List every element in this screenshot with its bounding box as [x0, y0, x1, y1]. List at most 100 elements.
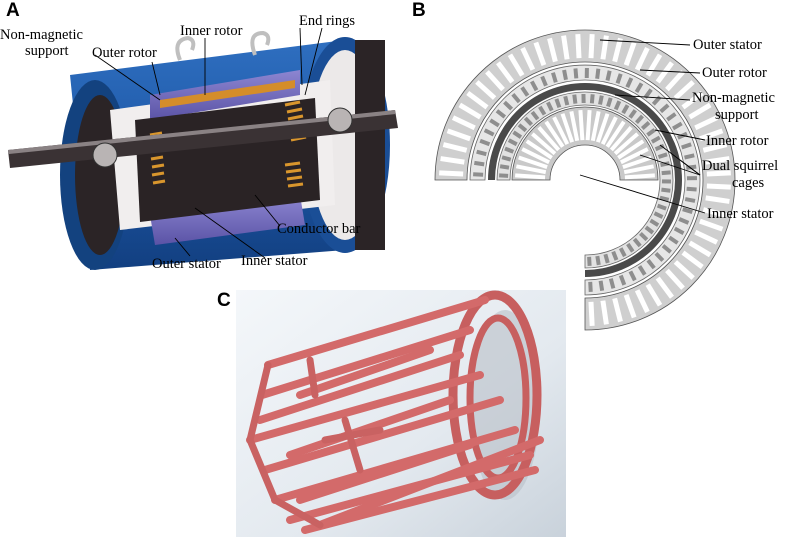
outer-rotor-bar — [678, 217, 690, 225]
inner-rotor-bar — [603, 253, 610, 264]
inner-rotor-bar — [595, 255, 601, 266]
inner-stator-slot — [518, 155, 548, 170]
inner-stator-slot — [544, 120, 565, 148]
a-label-non-magnetic-support-1: Non-magnetic — [0, 27, 83, 43]
outer-rotor-bar — [473, 172, 484, 177]
inner-stator-slot — [560, 113, 575, 143]
outer-rotor-bar — [625, 77, 634, 88]
inner-rotor-bar — [613, 100, 622, 111]
outer-stator-slot — [702, 207, 728, 218]
outer-stator-slot — [681, 250, 704, 269]
inner-rotor-bar — [656, 203, 667, 211]
inner-rotor-bar — [598, 95, 604, 105]
inner-stator-slot — [515, 173, 546, 180]
inner-rotor-bar — [649, 218, 660, 227]
outer-rotor-bar — [474, 160, 485, 167]
outer-stator-slot — [612, 297, 623, 323]
inner-rotor-bar — [523, 116, 533, 126]
outer-rotor-bar — [520, 86, 530, 97]
a-label-outer-rotor: Outer rotor — [92, 45, 157, 61]
outer-stator-slot — [600, 300, 609, 325]
outer-stator-slot — [440, 156, 465, 165]
panel-b-letter: B — [412, 0, 426, 21]
outer-rotor-bar — [634, 82, 644, 93]
inner-rotor-bar — [634, 114, 644, 125]
inner-stator-slot — [624, 173, 655, 180]
inner-stator-slot — [623, 164, 655, 175]
inner-rotor-bar — [563, 95, 570, 106]
inner-stator-slot — [578, 110, 585, 141]
outer-rotor-bar — [530, 80, 539, 92]
outer-stator-slot — [507, 53, 525, 77]
inner-rotor-bar — [611, 250, 619, 261]
outer-stator-slot — [466, 91, 489, 110]
inner-stator-slot — [531, 132, 557, 156]
cage-bars — [246, 296, 544, 534]
b-label-inner-stator: Inner stator — [707, 206, 774, 222]
panel-c-letter: C — [217, 290, 231, 311]
inner-rotor-bar — [572, 94, 578, 104]
outer-rotor-bar — [686, 186, 697, 192]
outer-rotor-bar — [605, 70, 612, 81]
outer-rotor-bar — [483, 128, 495, 137]
outer-rotor-bar — [511, 93, 521, 104]
inner-rotor-bar — [589, 94, 595, 104]
outer-rotor-bar — [573, 68, 579, 79]
panel-b-leaders — [579, 39, 706, 214]
a-label-non-magnetic-support-2: support — [25, 43, 69, 59]
outer-rotor-bar — [595, 68, 601, 79]
inner-rotor-bar — [632, 237, 642, 248]
outer-stator-slot — [694, 229, 719, 245]
outer-stator-slot — [655, 61, 674, 84]
bearing-front — [92, 142, 118, 168]
outer-stator-slot — [645, 53, 663, 77]
inner-rotor-bar — [653, 211, 664, 219]
panel-c-squirrel-cage — [236, 290, 566, 537]
outer-stator-slot — [645, 283, 663, 307]
inner-rotor-bar — [640, 121, 651, 131]
outer-stator-slot — [699, 128, 724, 142]
inner-rotor-bar — [606, 97, 613, 108]
outer-stator-slot — [706, 183, 731, 190]
inner-stator-slot — [552, 116, 570, 146]
outer-rotor-bar — [551, 72, 558, 83]
outer-stator-slot — [688, 102, 712, 120]
rear-end-ring — [448, 290, 542, 500]
outer-rotor-bar — [661, 244, 672, 254]
inner-stator-slot — [525, 139, 553, 160]
inner-rotor-bar — [654, 143, 665, 152]
inner-stator-slot — [515, 164, 547, 175]
b-label-outer-stator: Outer stator — [693, 37, 762, 53]
outer-rotor-bar — [681, 142, 692, 150]
b-label-dual-squirrel-cages-2: cages — [732, 175, 765, 191]
outer-stator-ring — [434, 29, 736, 331]
outer-rotor-bar — [643, 88, 653, 99]
outer-rotor-bar — [489, 118, 500, 128]
inner-stator-slot — [622, 155, 652, 170]
outer-stator-slot — [451, 115, 476, 131]
outer-stator-slot — [705, 156, 730, 165]
outer-rotor-bar — [668, 235, 679, 245]
inner-rotor-bar — [646, 128, 656, 137]
outer-stator-slot — [496, 61, 515, 84]
outer-stator-slot — [694, 115, 719, 131]
outer-stator-slot — [439, 170, 464, 177]
b-label-dual-squirrel-cages-1: Dual squirrel — [702, 158, 779, 174]
panel-a-letter: A — [6, 0, 20, 21]
outer-stator-slot — [561, 35, 570, 60]
inner-rotor-copper-top — [160, 80, 295, 108]
outer-rotor-bar — [598, 280, 605, 291]
outer-rotor-bar — [615, 73, 623, 84]
inner-rotor-bar — [621, 104, 630, 115]
outer-rotor-bar — [646, 258, 656, 270]
inner-rotor-bar — [546, 101, 554, 112]
outer-stator-slot — [520, 46, 536, 71]
outer-rotor-bar — [540, 75, 548, 87]
a-label-inner-rotor: Inner rotor — [180, 23, 243, 39]
inner-stator-slot — [585, 110, 592, 141]
outer-stator-slot — [600, 35, 609, 60]
inner-rotor-bar — [628, 109, 637, 119]
outer-stator-slot — [623, 41, 637, 66]
outer-stator-slot — [673, 80, 695, 100]
